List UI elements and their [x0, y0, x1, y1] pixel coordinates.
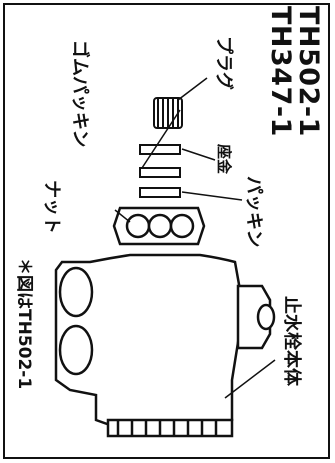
figure-note: ＊図はTH502-1	[14, 258, 34, 390]
ring-parts	[139, 144, 181, 198]
rubber-packing-ring	[139, 167, 181, 178]
model-number-2: TH347-1	[265, 6, 296, 137]
label-plug: プラグ	[213, 36, 234, 90]
model-number-1: TH502-1	[293, 6, 324, 137]
label-washer: 座金	[215, 144, 233, 175]
packing-ring	[139, 187, 181, 198]
label-valve-body: 止水栓本体	[281, 296, 302, 386]
label-nut: ナット	[41, 180, 62, 234]
leader-plug	[177, 77, 208, 101]
label-packing: パッキン	[243, 176, 264, 248]
washer-ring	[139, 144, 181, 155]
leader-lines	[114, 77, 276, 399]
leader-rubber-packing	[141, 109, 181, 169]
valve-body-part	[54, 253, 276, 438]
leader-packing	[181, 191, 243, 201]
leader-nut	[114, 209, 131, 223]
leader-body	[224, 359, 276, 399]
label-rubber-packing: ゴムパッキン	[69, 40, 90, 148]
leader-washer	[181, 148, 216, 161]
nut-part	[112, 206, 206, 246]
plug-part	[153, 97, 183, 129]
